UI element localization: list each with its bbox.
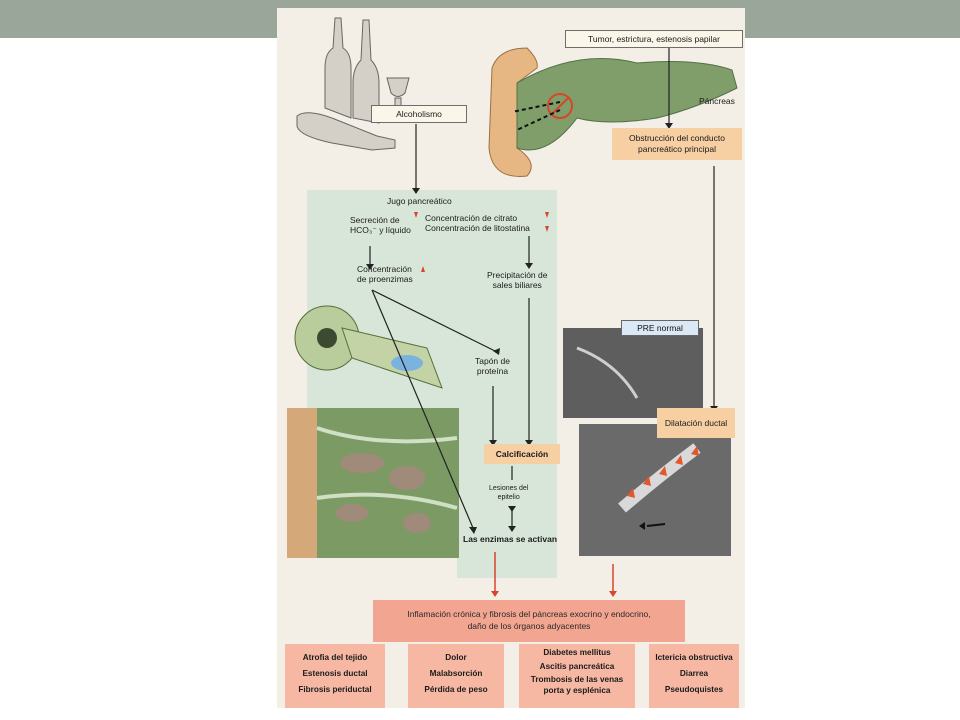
outcome-line: Atrofia del tejido [302,653,368,662]
enzymes-activate-label: Las enzimas se activan [463,534,558,544]
outcome-box-symptoms: Dolor Malabsorción Pérdida de peso [408,644,504,708]
lithostatine-line: Concentración de litostatina [425,223,530,233]
proenzymes-line-1: Concentración [357,264,412,274]
secretion-line-2: HCO₃⁻ y líquido [350,225,411,235]
duct-obstruction-line-1: Obstrucción del conducto [629,133,725,143]
protein-plug-line-1: Tapón de [475,356,510,366]
protein-plug-line-2: proteína [476,366,509,376]
outcome-line: Diabetes mellitus [543,648,611,657]
outcome-line: Ascitis pancreática [539,662,615,671]
inflammation-box: Inflamación crónica y fibrosis del páncr… [373,600,685,642]
outcome-line: Trombosis de las venas [530,675,624,684]
bile-salts-line-1: Precipitación de [487,270,548,280]
acinus-illustration [294,305,443,389]
citrate-line: Concentración de citrato [425,213,518,223]
outcome-line: Fibrosis periductal [298,685,372,694]
pancreatic-juice-panel [307,190,557,430]
secretion-line-1: Secreción de [350,215,400,225]
secretion-label: Secreción de HCO₃⁻ y líquido [350,215,411,235]
duct-obstruction-line-2: pancreático principal [638,144,716,154]
inflammation-line-1: Inflamación crónica y fibrosis del páncr… [407,609,651,619]
diagram-page: Tumor, estrictura, estenosis papilar Pán… [277,8,745,708]
protein-plug-label: Tapón de proteína [475,356,510,376]
outcome-box-tissue: Atrofia del tejido Estenosis ductal Fibr… [285,644,385,708]
diagram-illustrations [287,17,738,597]
duct-obstruction-box: Obstrucción del conducto pancreático pri… [612,128,742,160]
calcification-box: Calcificación [484,444,560,464]
inflammation-line-2: daño de los órganos adyacentes [467,621,591,631]
fibrotic-tissue-illustration [287,408,459,558]
tumor-box: Tumor, estrictura, estenosis papilar [565,30,743,48]
citrate-label: Concentración de citrato Concentración d… [425,213,530,233]
red-arrows [494,552,614,591]
outcome-line: Dolor [445,653,467,662]
outcome-line: Pseudoquistes [664,685,724,694]
epithelial-lesions-line-2: epitelio [497,494,520,501]
normal-ercp-tag: PRE normal [621,320,699,336]
ercp-dilated-xray [579,424,731,556]
outcome-line: Malabsorción [429,669,483,678]
alcoholism-box: Alcoholismo [371,105,467,123]
red-arrow-heads [414,212,617,597]
pancreatic-juice-label: Jugo pancreático [387,196,452,206]
proenzymes-line-2: de proenzimas [357,274,413,284]
outcome-line: Pérdida de peso [424,685,488,694]
outcome-line: porta y esplénica [543,686,611,695]
outcome-box-complications: Ictericia obstructiva Diarrea Pseudoquis… [649,644,739,708]
outcome-line: Estenosis ductal [302,669,368,678]
epithelial-lesions-line-1: Lesiones del [489,485,529,492]
epithelial-lesions-label: Lesiones del epitelio [489,484,528,502]
bile-salts-label: Precipitación de sales biliares [487,270,547,290]
bottles-illustration [296,17,410,151]
proenzymes-label: Concentración de proenzimas [357,264,413,284]
pancreas-illustration [488,47,738,177]
outcome-box-systemic: Diabetes mellitus Ascitis pancreática Tr… [519,644,635,708]
outcome-line: Diarrea [679,669,709,678]
bile-salts-line-2: sales biliares [492,280,542,290]
ductal-dilation-box: Dilatación ductal [657,408,735,438]
pancreas-label: Páncreas [699,96,735,106]
outcome-line: Ictericia obstructiva [655,653,733,662]
ercp-normal-xray [563,328,703,418]
